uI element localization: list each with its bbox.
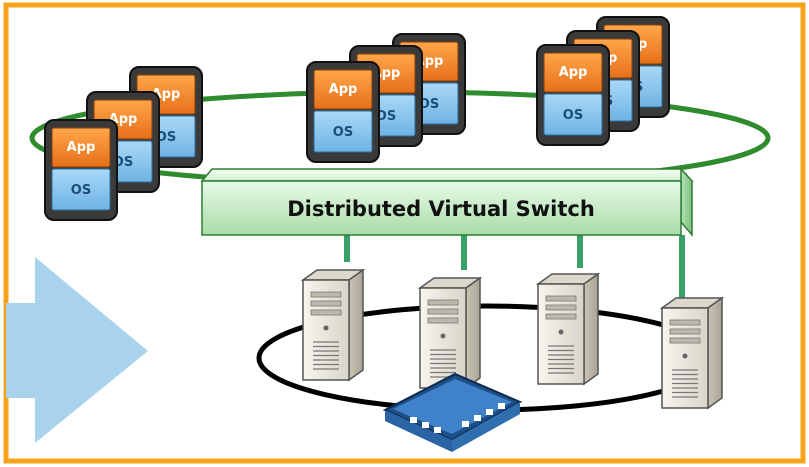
vm-os-label: OS bbox=[419, 97, 439, 112]
server-icon bbox=[659, 296, 725, 410]
vm-os-label: OS bbox=[71, 183, 91, 198]
network-hub-icon bbox=[382, 372, 523, 452]
distributed-virtual-switch: Distributed Virtual Switch bbox=[200, 167, 694, 238]
server-icon bbox=[535, 272, 601, 386]
right-arrow-icon bbox=[6, 257, 148, 443]
vm-app-label: App bbox=[559, 65, 588, 80]
servers bbox=[300, 268, 725, 410]
vm-os-label: OS bbox=[333, 125, 353, 140]
switch-front-face bbox=[201, 180, 682, 236]
switch-side-face bbox=[680, 167, 693, 238]
switch-label: Distributed Virtual Switch bbox=[287, 197, 595, 221]
vm-app-label: App bbox=[67, 140, 96, 155]
uplinks bbox=[344, 235, 685, 310]
vm-os-label: OS bbox=[563, 108, 583, 123]
frame-border bbox=[3, 2, 806, 464]
switch-top-face bbox=[200, 168, 694, 182]
server-icon bbox=[417, 276, 483, 390]
vm-app-label: App bbox=[329, 82, 358, 97]
vm-os-label: OS bbox=[376, 109, 396, 124]
virtual-machines: AppOSAppOSAppOSAppOSAppOSAppOSAppOSAppOS… bbox=[44, 16, 670, 221]
server-icon bbox=[300, 268, 366, 382]
vm-os-label: OS bbox=[156, 130, 176, 145]
